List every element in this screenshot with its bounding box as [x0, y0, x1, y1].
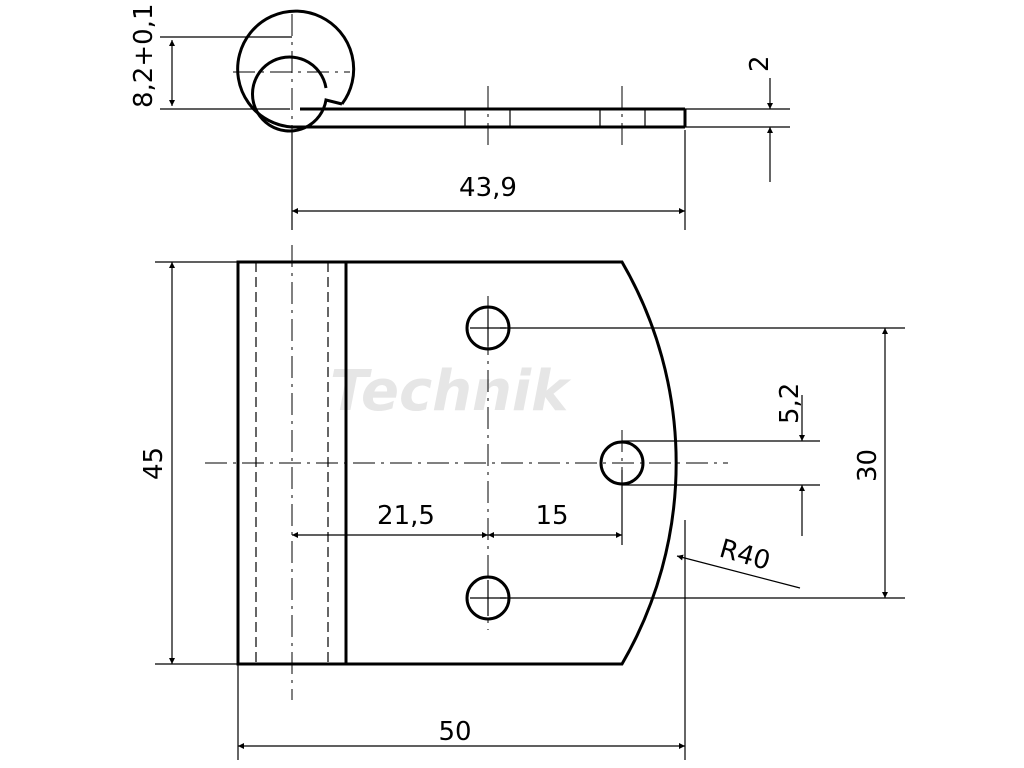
dim-height-label: 45 — [139, 447, 169, 480]
dim-radius: R40 — [676, 534, 801, 589]
dim-hole-spacing: 15 — [488, 501, 622, 538]
hinge-curl-inner — [250, 55, 343, 133]
dim-hole-diameter-label: 5,2 — [775, 383, 805, 424]
dim-hinge-length: 43,9 — [292, 173, 685, 214]
dim-thickness: 2 — [745, 55, 775, 182]
dim-hole-offset-label: 21,5 — [377, 501, 435, 531]
dim-width: 50 — [238, 717, 685, 749]
watermark: Technik — [330, 359, 572, 424]
dim-height: 45 — [139, 262, 175, 664]
plate-outline — [236, 260, 678, 666]
dim-hole-span-label: 30 — [853, 449, 883, 482]
dim-hole-span: 30 — [853, 328, 888, 598]
dim-bore-label: 8,2+0,1 — [129, 4, 159, 108]
dim-hole-spacing-label: 15 — [535, 501, 568, 531]
dim-width-label: 50 — [438, 717, 471, 747]
dim-hole-offset: 21,5 — [292, 501, 488, 538]
side-view — [160, 9, 790, 230]
dim-hole-diameter: 5,2 — [775, 383, 805, 536]
dim-radius-label: R40 — [716, 534, 773, 577]
dim-hinge-length-label: 43,9 — [459, 173, 517, 203]
hinge-curl-outer — [236, 9, 356, 129]
front-view — [155, 245, 905, 760]
dim-bore: 8,2+0,1 — [129, 4, 175, 108]
dim-thickness-label: 2 — [745, 55, 775, 72]
